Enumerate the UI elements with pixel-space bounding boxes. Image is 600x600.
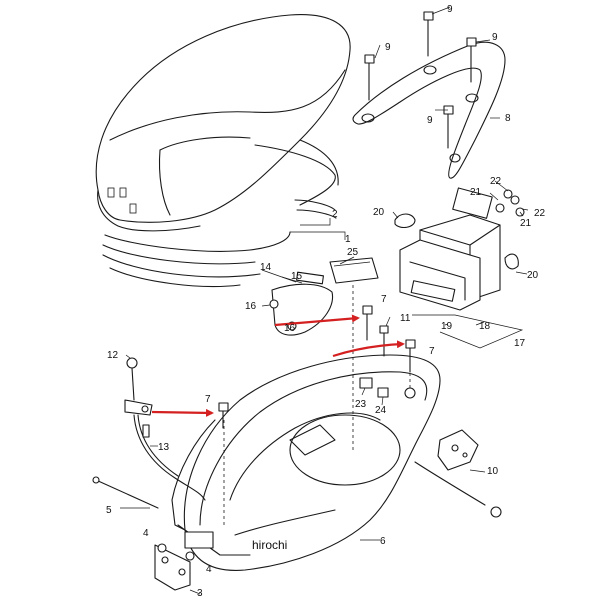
seat-part <box>95 14 351 232</box>
lock-assembly-part <box>414 429 502 518</box>
callout-16b: 16 <box>284 323 296 334</box>
bolt-9-group <box>364 11 477 149</box>
bolt-icon <box>443 105 454 149</box>
callout-12: 12 <box>107 350 119 361</box>
callout-7c: 7 <box>205 394 211 405</box>
callout-20a: 20 <box>373 207 385 218</box>
callout-16a: 16 <box>245 301 257 312</box>
callout-10: 10 <box>487 466 499 477</box>
bolt-icon <box>364 54 375 101</box>
bolt-icon <box>379 325 389 357</box>
callout-8: 8 <box>505 113 511 124</box>
red-arrow-1 <box>274 314 360 327</box>
bolt-icon <box>362 305 373 341</box>
callout-labels: 1 2 3 4 4 5 6 7 7 7 8 9 9 9 9 10 11 12 1… <box>106 4 546 599</box>
leader-lines <box>120 6 529 595</box>
callout-19: 19 <box>441 321 453 332</box>
seat-lock-cable-part <box>124 357 206 501</box>
callout-17: 17 <box>514 338 526 349</box>
bolt-icon <box>423 11 434 57</box>
callout-5: 5 <box>106 505 112 516</box>
callout-4a: 4 <box>143 528 149 539</box>
callout-9a: 9 <box>447 4 453 15</box>
seat-base-bands <box>102 231 291 287</box>
callout-23: 23 <box>355 399 367 410</box>
callout-15: 15 <box>291 271 303 282</box>
highlight-arrows <box>151 314 405 417</box>
watermark-text: hirochi <box>252 538 287 552</box>
callout-20b: 20 <box>527 270 539 281</box>
hinge-bracket-part <box>154 531 214 591</box>
callout-21a: 21 <box>470 187 482 198</box>
red-arrow-2 <box>151 408 214 417</box>
callout-11: 11 <box>400 313 411 324</box>
callout-2: 2 <box>332 209 338 220</box>
battery-case-part <box>394 187 519 311</box>
callout-9c: 9 <box>492 32 498 43</box>
callout-14: 14 <box>260 262 272 273</box>
bolt-icon <box>405 339 416 373</box>
callout-3: 3 <box>197 588 203 599</box>
callout-1: 1 <box>345 234 351 245</box>
pin-part-5 <box>92 476 159 509</box>
callout-9d: 9 <box>427 115 433 126</box>
callout-13: 13 <box>158 442 170 453</box>
callout-24: 24 <box>375 405 387 416</box>
storage-box-part <box>171 354 441 571</box>
callout-7a: 7 <box>381 294 387 305</box>
screw-21-22-group <box>495 189 525 217</box>
callout-21b: 21 <box>520 218 532 229</box>
callout-22b: 22 <box>534 208 546 219</box>
callout-9b: 9 <box>385 42 391 53</box>
bolt-icon <box>218 402 229 429</box>
red-arrow-3 <box>332 340 405 358</box>
grab-bar-part <box>352 41 506 179</box>
callout-7b: 7 <box>429 346 435 357</box>
callout-22a: 22 <box>490 176 502 187</box>
callout-18: 18 <box>479 321 491 332</box>
callout-25: 25 <box>347 247 359 258</box>
seat-trim-strips <box>254 139 339 219</box>
pad-part-25 <box>329 257 379 284</box>
callout-4b: 4 <box>206 564 212 575</box>
callout-6: 6 <box>380 536 386 547</box>
